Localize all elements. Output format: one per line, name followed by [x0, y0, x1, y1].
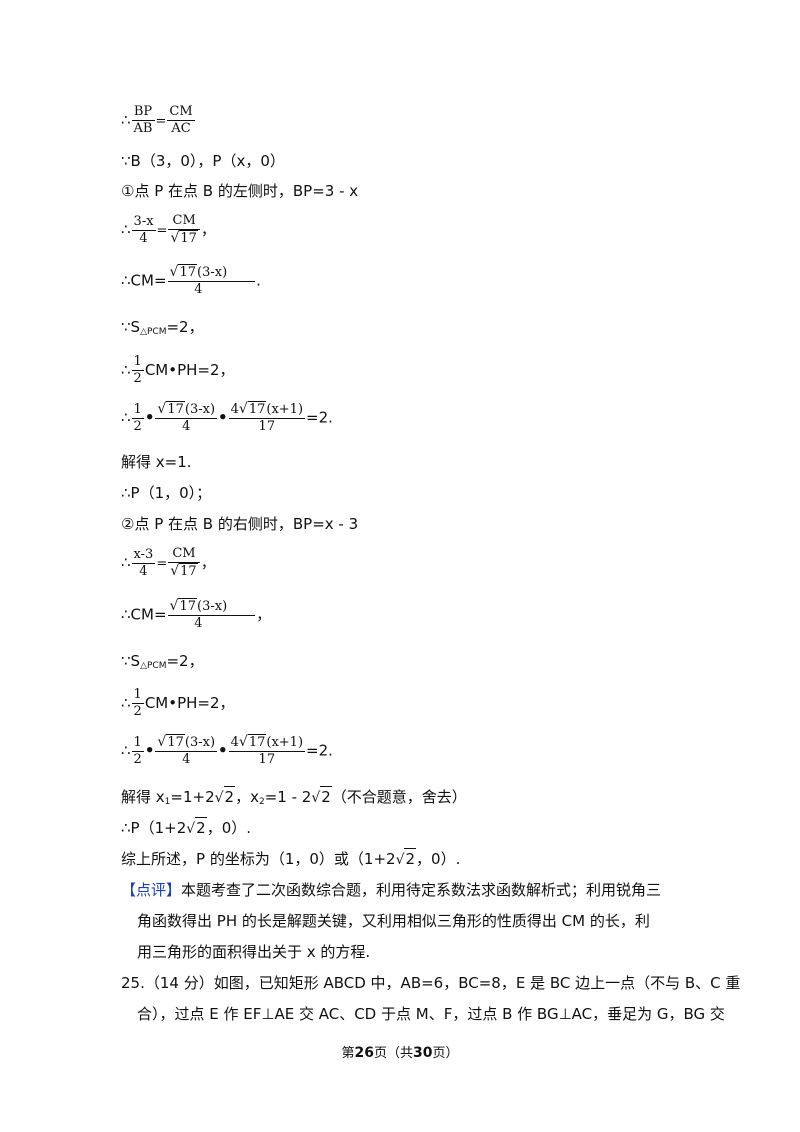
coordinates-line: ∵B（3，0），P（x，0）: [121, 152, 285, 170]
point-p-two: ∴P（1+2√2，0）.: [121, 817, 252, 837]
area-condition-two: ∵S△PCM=2，: [121, 652, 204, 671]
sqrt-icon: √: [169, 264, 179, 280]
page-number: 26: [354, 1045, 374, 1061]
comment-tag: 【点评】: [121, 881, 182, 899]
case-one-heading: ①点 P 在点 B 的左侧时，BP=3 - x: [121, 182, 359, 200]
sqrt-icon: √: [238, 401, 248, 417]
sqrt-icon: √: [170, 230, 180, 246]
question-25-line-two: 合），过点 E 作 EF⊥AE 交 AC、CD 于点 M、F，过点 B 作 BG…: [137, 1005, 725, 1023]
summary-line: 综上所述，P 的坐标为（1，0）或（1+2√2，0）.: [121, 848, 461, 868]
sqrt-icon: √: [311, 790, 321, 806]
case-two-cm: ∴CM=√17(3-x)4，: [121, 598, 272, 631]
comment-line-one: 【点评】本题考查了二次函数综合题，利用待定系数法求函数解析式；利用锐角三: [121, 881, 662, 899]
sqrt-icon: √: [395, 852, 405, 868]
sqrt-icon: √: [238, 734, 248, 750]
sqrt-icon: √: [186, 821, 196, 837]
comment-line-two: 角函数得出 PH 的长是解题关键，又利用相似三角形的性质得出 CM 的长，利: [137, 912, 650, 930]
point-p-one: ∴P（1，0）；: [121, 484, 212, 502]
sqrt-icon: √: [170, 563, 180, 579]
area-condition: ∵S△PCM=2，: [121, 318, 204, 337]
comment-line-three: 用三角形的面积得出关于 x 的方程.: [137, 943, 371, 961]
sqrt-icon: √: [157, 734, 167, 750]
therefore-symbol: ∴: [121, 111, 131, 129]
sqrt-icon: √: [157, 401, 167, 417]
case-two-heading: ②点 P 在点 B 的右侧时，BP=x - 3: [121, 515, 359, 533]
page-footer: 第26页（共30页）: [341, 1045, 459, 1061]
case-one-cm: ∴CM=√17(3-x)4.: [121, 264, 261, 297]
sqrt-icon: √: [214, 790, 224, 806]
solution-two: 解得 x1=1+2√2，x2=1 - 2√2（不合题意，舍去）: [121, 786, 467, 807]
page-total: 30: [413, 1045, 433, 1061]
question-25-line-one: 25.（14 分）如图，已知矩形 ABCD 中，AB=6，BC=8，E 是 BC…: [121, 974, 741, 992]
solution-one: 解得 x=1.: [121, 453, 192, 471]
sqrt-icon: √: [169, 598, 179, 614]
